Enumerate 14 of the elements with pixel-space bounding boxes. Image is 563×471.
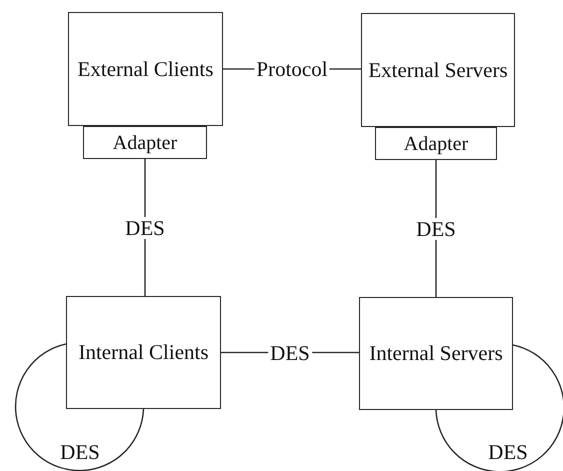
component-box (66, 296, 221, 409)
adapter-box (83, 126, 207, 159)
box-label: Adapter (404, 132, 468, 154)
box-label: Internal Clients (78, 340, 209, 365)
component-box (361, 13, 515, 127)
box-label: Internal Servers (369, 341, 503, 366)
box-label: Adapter (112, 132, 178, 154)
component-box (359, 297, 513, 410)
component-box (68, 12, 223, 126)
adapter-box (375, 127, 497, 160)
box-label: External Clients (78, 56, 214, 82)
loop-connector (15, 343, 144, 471)
box-label: External Servers (368, 58, 508, 82)
loop-connector (435, 344, 563, 471)
